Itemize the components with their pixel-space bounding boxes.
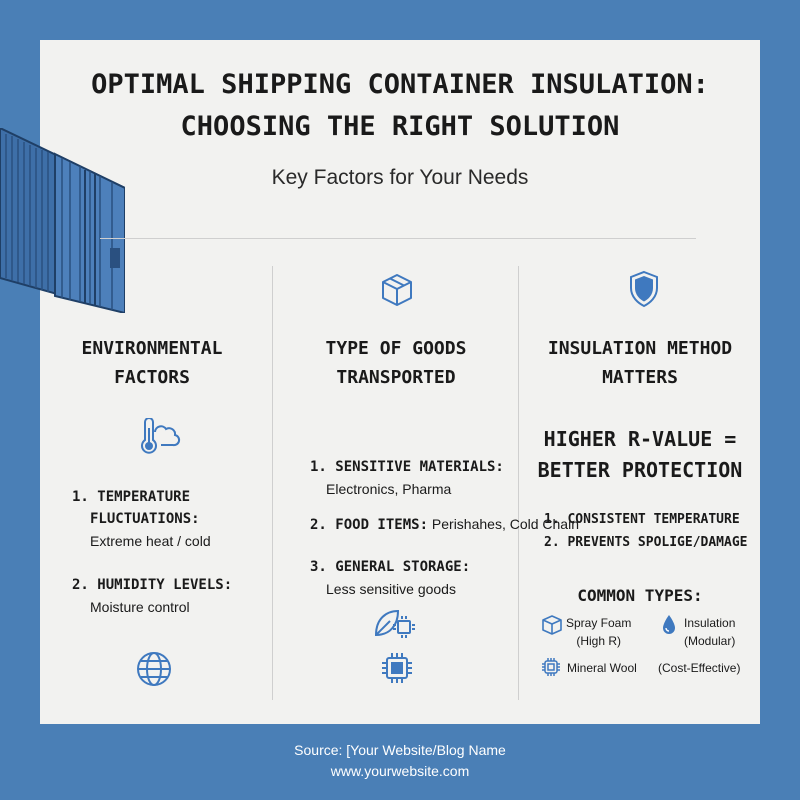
- item-detail: Moisture control: [90, 599, 190, 615]
- heading-line: FACTORS: [114, 367, 190, 388]
- column-divider-1: [272, 266, 273, 700]
- type-spray-foam: Spray Foam (High R): [566, 614, 631, 650]
- heading-line: MATTERS: [602, 367, 678, 388]
- footer-url[interactable]: www.yourwebsite.com: [330, 763, 470, 779]
- type-note: (High R): [576, 634, 622, 648]
- benefit-item: 1. CONSISTENT TEMPERATURE: [544, 512, 740, 527]
- title-line-2: CHOOSING THE RIGHT SOLUTION: [180, 111, 620, 142]
- item-title: 2. FOOD ITEMS:: [310, 517, 429, 533]
- heading-line: INSULATION METHOD: [547, 338, 733, 359]
- benefit-item: 2. PREVENTS SPOLIGE/DAMAGE: [544, 535, 748, 550]
- shield-icon: [630, 270, 658, 308]
- common-types-heading: COMMON TYPES:: [577, 586, 703, 605]
- list-item: 3. GENERAL STORAGE: Less sensitive goods: [310, 556, 470, 600]
- list-item: 2. HUMIDITY LEVELS: Moisture control: [72, 574, 232, 618]
- thermometer-cloud-icon: [141, 418, 181, 454]
- chip-icon: [382, 653, 412, 683]
- header-divider: [100, 238, 696, 239]
- item-title: 1. TEMPERATURE: [72, 489, 191, 505]
- heading-line: ENVIRONMENTAL: [81, 338, 223, 359]
- environmental-factors-heading: ENVIRONMENTAL FACTORS: [52, 334, 252, 392]
- item-title: 2. HUMIDITY LEVELS:: [72, 577, 233, 593]
- title-line-1: OPTIMAL SHIPPING CONTAINER INSULATION:: [91, 69, 709, 100]
- footer-source: Source: [Your Website/Blog Name: [294, 742, 506, 758]
- globe-icon: [137, 652, 171, 686]
- goods-transported-heading: TYPE OF GOODS TRANSPORTED: [296, 334, 496, 392]
- infographic-card: [40, 40, 760, 724]
- shipping-container-illustration: [0, 128, 125, 313]
- list-item: 1. SENSITIVE MATERIALS: Electronics, Pha…: [310, 456, 504, 500]
- item-detail: Less sensitive goods: [326, 581, 456, 597]
- page-subtitle: Key Factors for Your Needs: [271, 166, 529, 189]
- column-divider-2: [518, 266, 519, 700]
- leaf-chip-icon: [374, 609, 415, 638]
- type-cost-effective: (Cost-Effective): [658, 661, 741, 675]
- list-item: 2. FOOD ITEMS: Perishahes, Cold Chain: [310, 516, 579, 533]
- cube-icon: [542, 615, 562, 635]
- heading-line: TYPE OF GOODS: [325, 338, 467, 359]
- item-title: FLUCTUATIONS:: [90, 511, 200, 527]
- highlight-line: BETTER PROTECTION: [537, 458, 743, 482]
- type-note: (Modular): [684, 634, 736, 648]
- heading-line: TRANSPORTED: [336, 367, 456, 388]
- highlight-line: HIGHER R-VALUE =: [543, 427, 737, 451]
- r-value-highlight: HIGHER R-VALUE = BETTER PROTECTION: [520, 424, 760, 486]
- droplet-icon: [663, 615, 675, 634]
- box-icon: [382, 274, 412, 306]
- page-title: OPTIMAL SHIPPING CONTAINER INSULATION: C…: [40, 64, 760, 148]
- type-label: Spray Foam: [566, 616, 632, 630]
- insulation-method-heading: INSULATION METHOD MATTERS: [530, 334, 750, 392]
- type-insulation: Insulation (Modular): [684, 614, 735, 650]
- item-title: 1. SENSITIVE MATERIALS:: [310, 459, 504, 475]
- item-detail: Perishahes, Cold Chain: [431, 516, 579, 532]
- item-detail: Extreme heat / cold: [90, 533, 211, 549]
- list-item: 1. TEMPERATURE FLUCTUATIONS: Extreme hea…: [72, 486, 211, 552]
- type-mineral-wool: Mineral Wool: [567, 661, 637, 675]
- item-title: 3. GENERAL STORAGE:: [310, 559, 471, 575]
- chip-icon: [542, 658, 560, 676]
- item-detail: Electronics, Pharma: [326, 481, 452, 497]
- type-label: Insulation: [684, 616, 736, 630]
